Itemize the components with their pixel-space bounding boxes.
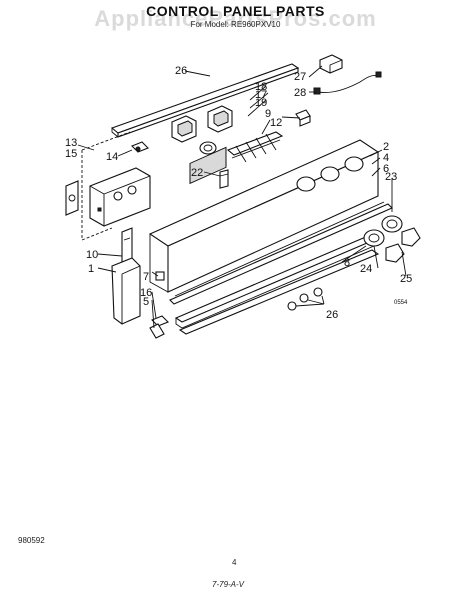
callout-13: 13: [65, 137, 77, 149]
callout-leader-lines: [77, 65, 407, 329]
document-number: 980592: [18, 536, 45, 545]
part-14-clock-knob: [131, 141, 149, 153]
part-23-knob-skirt: [381, 215, 403, 233]
callout-18: 18: [255, 81, 267, 93]
callout-3: 26: [175, 65, 187, 77]
part-18-switch: [171, 115, 197, 143]
part-16-grommet: [151, 315, 169, 327]
part-17-switch: [207, 105, 233, 133]
part-8-plug: [155, 271, 165, 281]
callout-7: 8: [344, 257, 350, 269]
page-title: CONTROL PANEL PARTS: [146, 3, 325, 19]
part-28-wire-lead: [313, 71, 382, 95]
callout-8: 7: [143, 271, 149, 283]
part-2-control-panel: [148, 139, 380, 293]
model-subtitle: For Model: RE960PXV10: [190, 20, 281, 29]
callout-4: 4: [383, 152, 389, 164]
part-1-end-cap: [111, 257, 141, 325]
callout-27: 27: [294, 71, 306, 83]
part-3-trim-strip: [110, 63, 300, 138]
callout-26: 26: [326, 309, 338, 321]
part-22-clip: [219, 169, 229, 189]
part-25-knob: [385, 227, 421, 263]
callout-5: 5: [143, 296, 149, 308]
handwritten-mark: 7-79-A-V: [212, 580, 245, 589]
part-15-clock-face: [65, 180, 79, 216]
callout-12: 12: [270, 117, 282, 129]
part-13-clock-bracket: [89, 167, 151, 227]
callout-1: 1: [88, 263, 94, 275]
callout-17: 17: [255, 89, 267, 101]
drawing-code: 0554: [394, 300, 408, 306]
part-19-ring: [199, 141, 217, 155]
callout-9: 9: [265, 108, 271, 120]
part-26-screws: [287, 287, 325, 311]
callout-15: 15: [65, 148, 77, 160]
callout-24: 24: [360, 263, 372, 275]
callout-6: 6: [383, 163, 389, 175]
part-24-knob-skirt: [363, 229, 385, 247]
callout-28: 28: [294, 87, 306, 99]
part-7b-base-rail: [178, 249, 380, 335]
callout-23: 23: [385, 171, 397, 183]
callout-25: 25: [400, 273, 412, 285]
callout-2: 2: [383, 141, 389, 153]
callout-16: 16: [140, 287, 152, 299]
part-5-clip: [149, 323, 165, 339]
page-number: 4: [232, 558, 237, 567]
part-27-terminal-block: [319, 54, 343, 74]
callout-10: 10: [86, 249, 98, 261]
callout-22: 22: [191, 167, 203, 179]
callout-14: 14: [106, 151, 118, 163]
part-12-switch-bank: [226, 131, 284, 163]
callout-19: 19: [255, 97, 267, 109]
